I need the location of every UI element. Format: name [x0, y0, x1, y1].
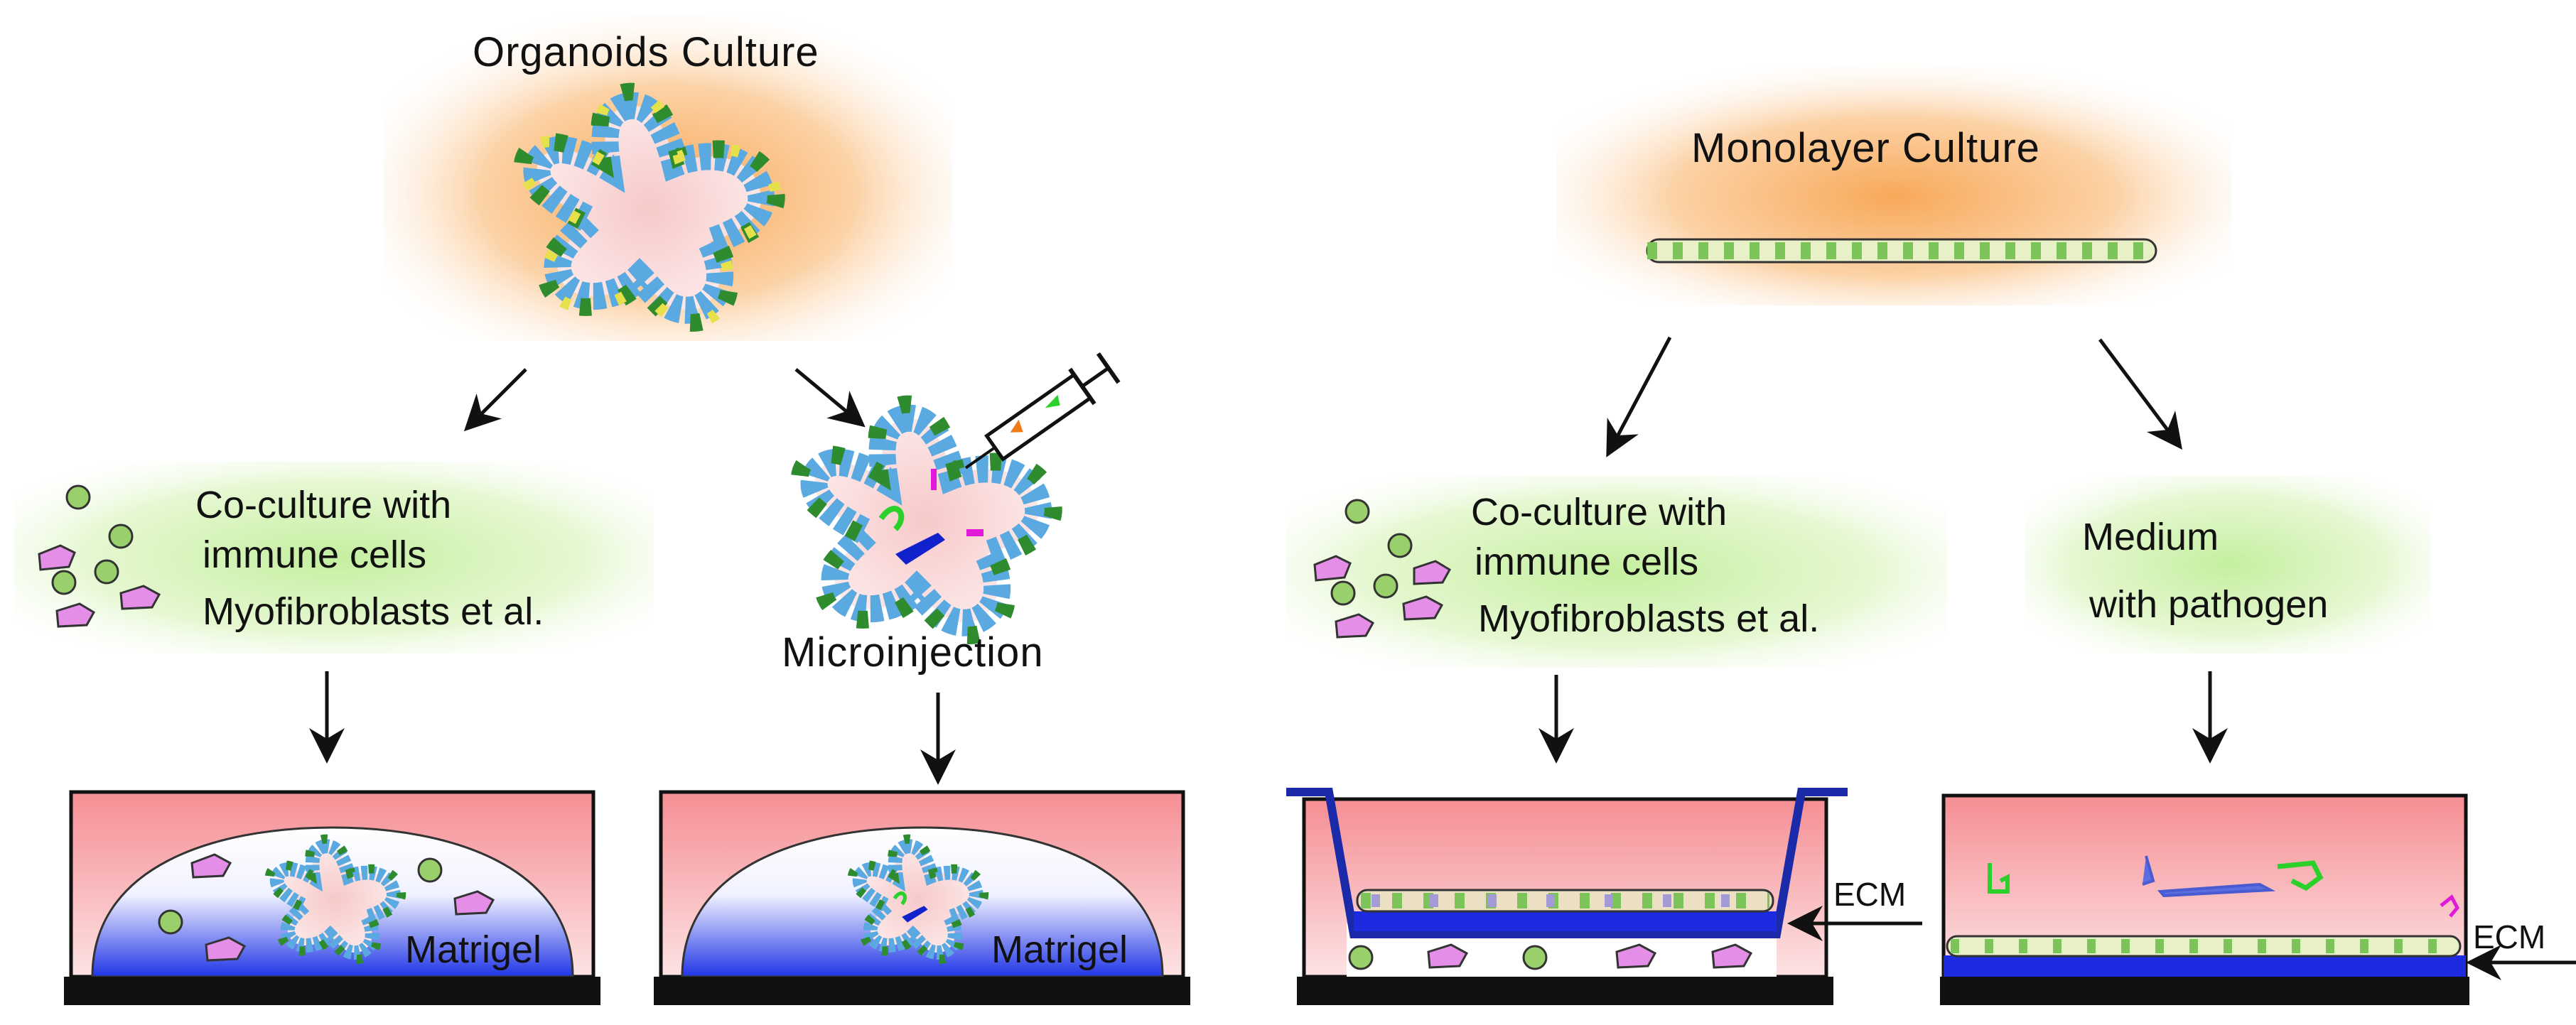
medium-glow-bg [2025, 476, 2430, 653]
dish-base [1940, 977, 2469, 1005]
immune-cell-icon [51, 570, 77, 595]
arrow-icon [2098, 338, 2182, 450]
myofibroblast-icon [190, 853, 232, 879]
immune-cell-icon [417, 857, 443, 883]
organoids-culture-panel [384, 14, 952, 341]
microinjection-panel [791, 352, 1121, 644]
organoids-culture-title: Organoids Culture [473, 29, 819, 75]
pathogen-dish [1940, 793, 2469, 1005]
pathogen-icon [2277, 860, 2324, 891]
matrigel-dish-injected [654, 790, 1190, 1005]
pathogen-icon [1988, 863, 2010, 894]
myofibroblast-icon [1427, 943, 1469, 969]
orange-glow-bg [1556, 64, 2231, 305]
immune-cell-cluster [38, 484, 161, 628]
pathogen-icon [931, 469, 937, 490]
pathogen-icon [895, 533, 945, 565]
immune-cell-icon [1344, 499, 1370, 524]
coculture-right-panel [1286, 476, 1947, 668]
dish-base [64, 977, 600, 1005]
organoid-star-icon [514, 82, 785, 332]
immune-cell-icon [1387, 533, 1413, 558]
immune-cell-icon [1330, 580, 1356, 606]
immune-cell-icon [108, 524, 134, 549]
myofibroblast-icon [1335, 613, 1375, 639]
monolayer-strip-icon [1946, 935, 2462, 958]
myofibroblast-icon [38, 544, 76, 571]
arrow-icon [794, 368, 866, 428]
pathogen-icon [966, 529, 983, 536]
pathogen-icon [2142, 855, 2276, 898]
myofibroblast-icon [205, 936, 247, 962]
organoid-star-icon [264, 834, 406, 964]
monolayer-strip-icon [1646, 238, 2157, 264]
immune-cell-icon [158, 909, 183, 935]
arrow-icon [463, 368, 527, 432]
myofibroblast-icon [1615, 943, 1657, 969]
immune-cell-icon [65, 484, 91, 510]
immune-cell-icon [1348, 945, 1374, 970]
myofibroblast-icon [1711, 943, 1753, 969]
green-glow-bg [1286, 476, 1947, 668]
dish-base [654, 977, 1190, 1005]
myofibroblast-icon [119, 585, 161, 610]
organoid-star-icon [847, 834, 989, 964]
monolayer-strip-icon [1356, 889, 1774, 913]
pathogen-icon [878, 506, 905, 531]
coculture-left-panel [14, 462, 654, 653]
coculture-right-line2: immune cells [1475, 541, 1699, 583]
myofibroblast-icon [453, 890, 495, 916]
transwell-insert [1286, 788, 1922, 1005]
green-glow-bg [14, 462, 654, 653]
medium-line2: with pathogen [2089, 583, 2329, 626]
matrigel-label-right: Matrigel [991, 928, 1128, 971]
myofibroblast-icon [1402, 595, 1444, 621]
immune-cell-cluster [1313, 499, 1452, 639]
medium-line1: Medium [2082, 516, 2219, 558]
coculture-left-line2: immune cells [203, 533, 427, 576]
matrigel-dish-left [64, 790, 600, 1005]
transwell-wall [1286, 788, 1848, 938]
myofibroblast-icon [1413, 560, 1452, 585]
immune-cell-icon [94, 559, 119, 585]
immune-cell-icon [1373, 573, 1399, 599]
dish-base [1297, 977, 1833, 1005]
ecm-label-transwell: ECM [1833, 876, 1907, 913]
myofibroblast-icon [55, 602, 96, 628]
ecm-label-pathogen: ECM [2473, 918, 2546, 955]
syringe-icon [964, 352, 1121, 470]
coculture-left-line1: Co-culture with [195, 484, 452, 526]
matrigel-label-left: Matrigel [405, 928, 542, 971]
ecm-layer [1354, 911, 1777, 931]
microinjection-label: Microinjection [782, 629, 1044, 676]
pathogen-icon [2440, 894, 2459, 918]
monolayer-culture-panel [1556, 64, 2231, 305]
myofibroblast-icon [1313, 555, 1352, 582]
immune-cell-icon [1522, 945, 1548, 970]
monolayer-culture-title: Monolayer Culture [1691, 125, 2040, 171]
coculture-right-line3: Myofibroblasts et al. [1478, 597, 1820, 640]
ecm-layer [1944, 955, 2466, 977]
coculture-right-line1: Co-culture with [1471, 491, 1728, 533]
arrow-icon [1606, 336, 1672, 457]
coculture-left-line3: Myofibroblasts et al. [203, 590, 544, 633]
